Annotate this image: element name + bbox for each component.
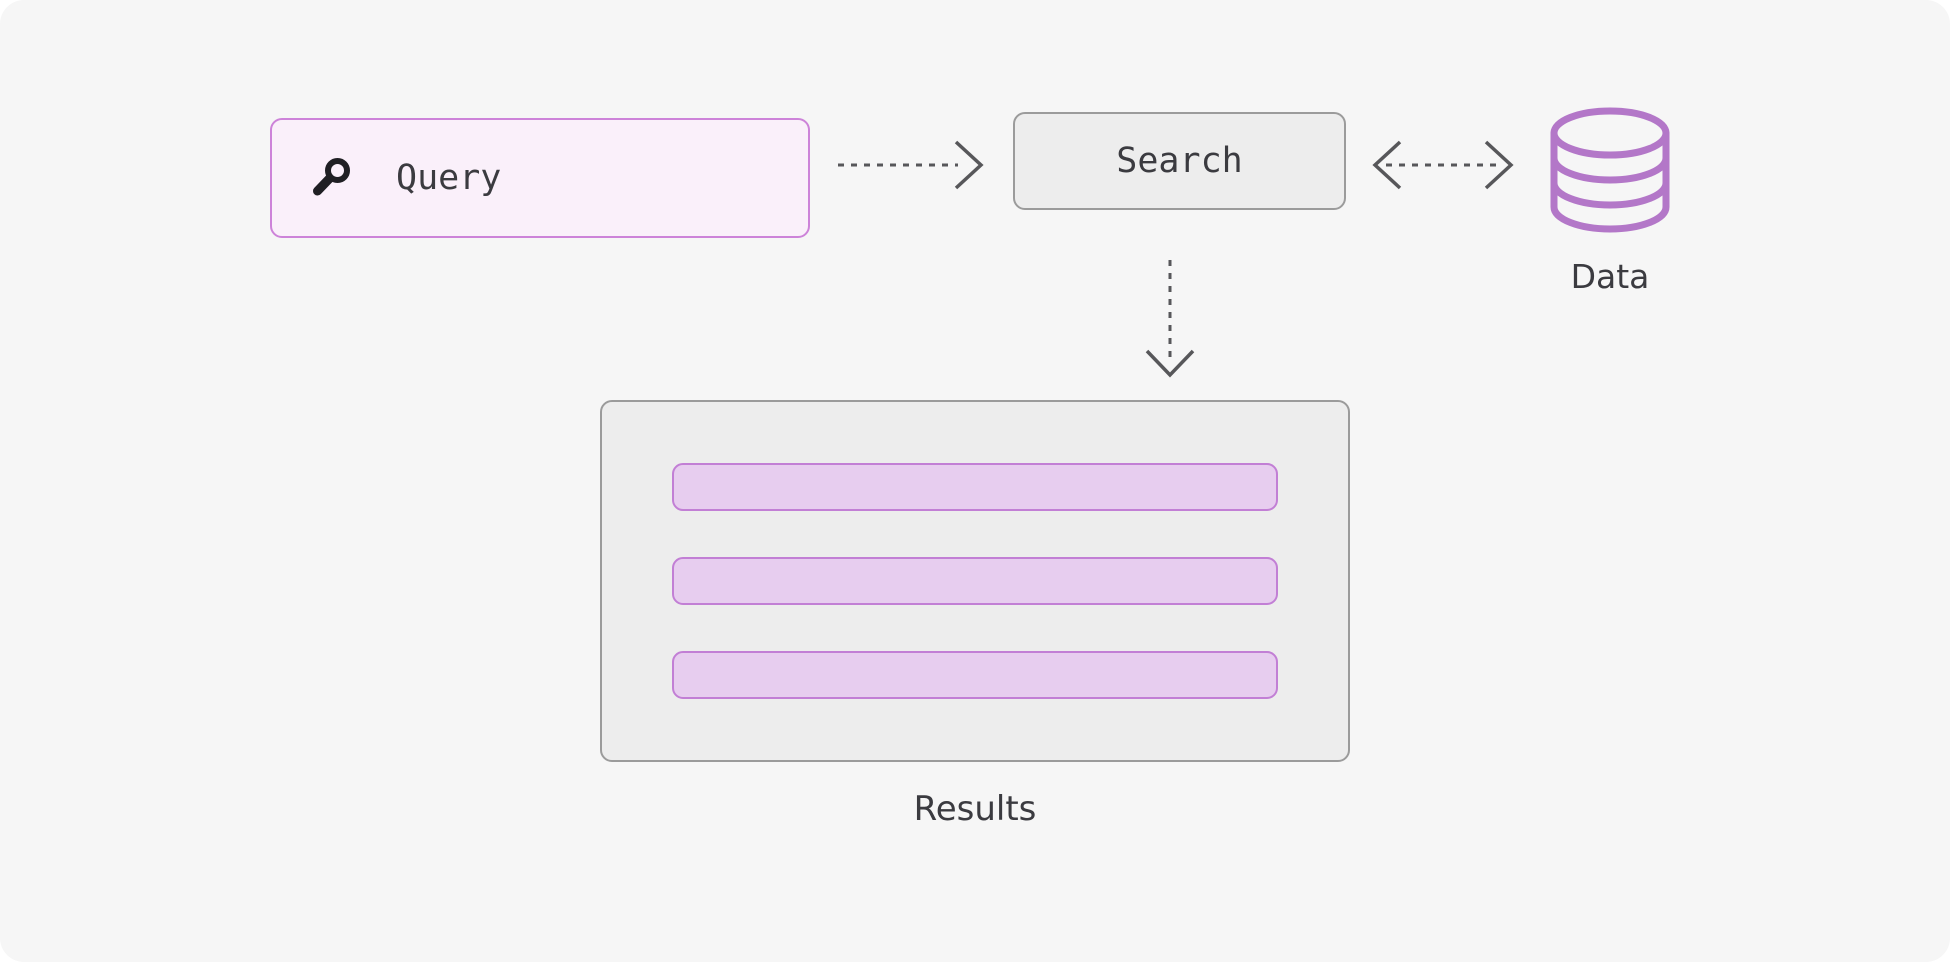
- arrow-search-to-results: [1145, 260, 1195, 378]
- result-bar[interactable]: [672, 651, 1278, 699]
- data-label: Data: [1570, 257, 1650, 296]
- arrow-search-to-data-bidirectional: [1372, 140, 1514, 190]
- results-panel[interactable]: [600, 400, 1350, 762]
- database-cylinder-icon: [1550, 107, 1670, 233]
- magnifier-icon: [313, 158, 350, 196]
- query-input-box[interactable]: Query: [270, 118, 810, 238]
- result-bar[interactable]: [672, 557, 1278, 605]
- results-label: Results: [913, 789, 1037, 829]
- query-text: Query: [396, 157, 502, 198]
- result-bar[interactable]: [672, 463, 1278, 511]
- search-label: Search: [1116, 140, 1243, 181]
- arrow-query-to-search: [838, 140, 984, 190]
- search-node[interactable]: Search: [1013, 112, 1346, 210]
- data-node[interactable]: Data: [1530, 100, 1690, 300]
